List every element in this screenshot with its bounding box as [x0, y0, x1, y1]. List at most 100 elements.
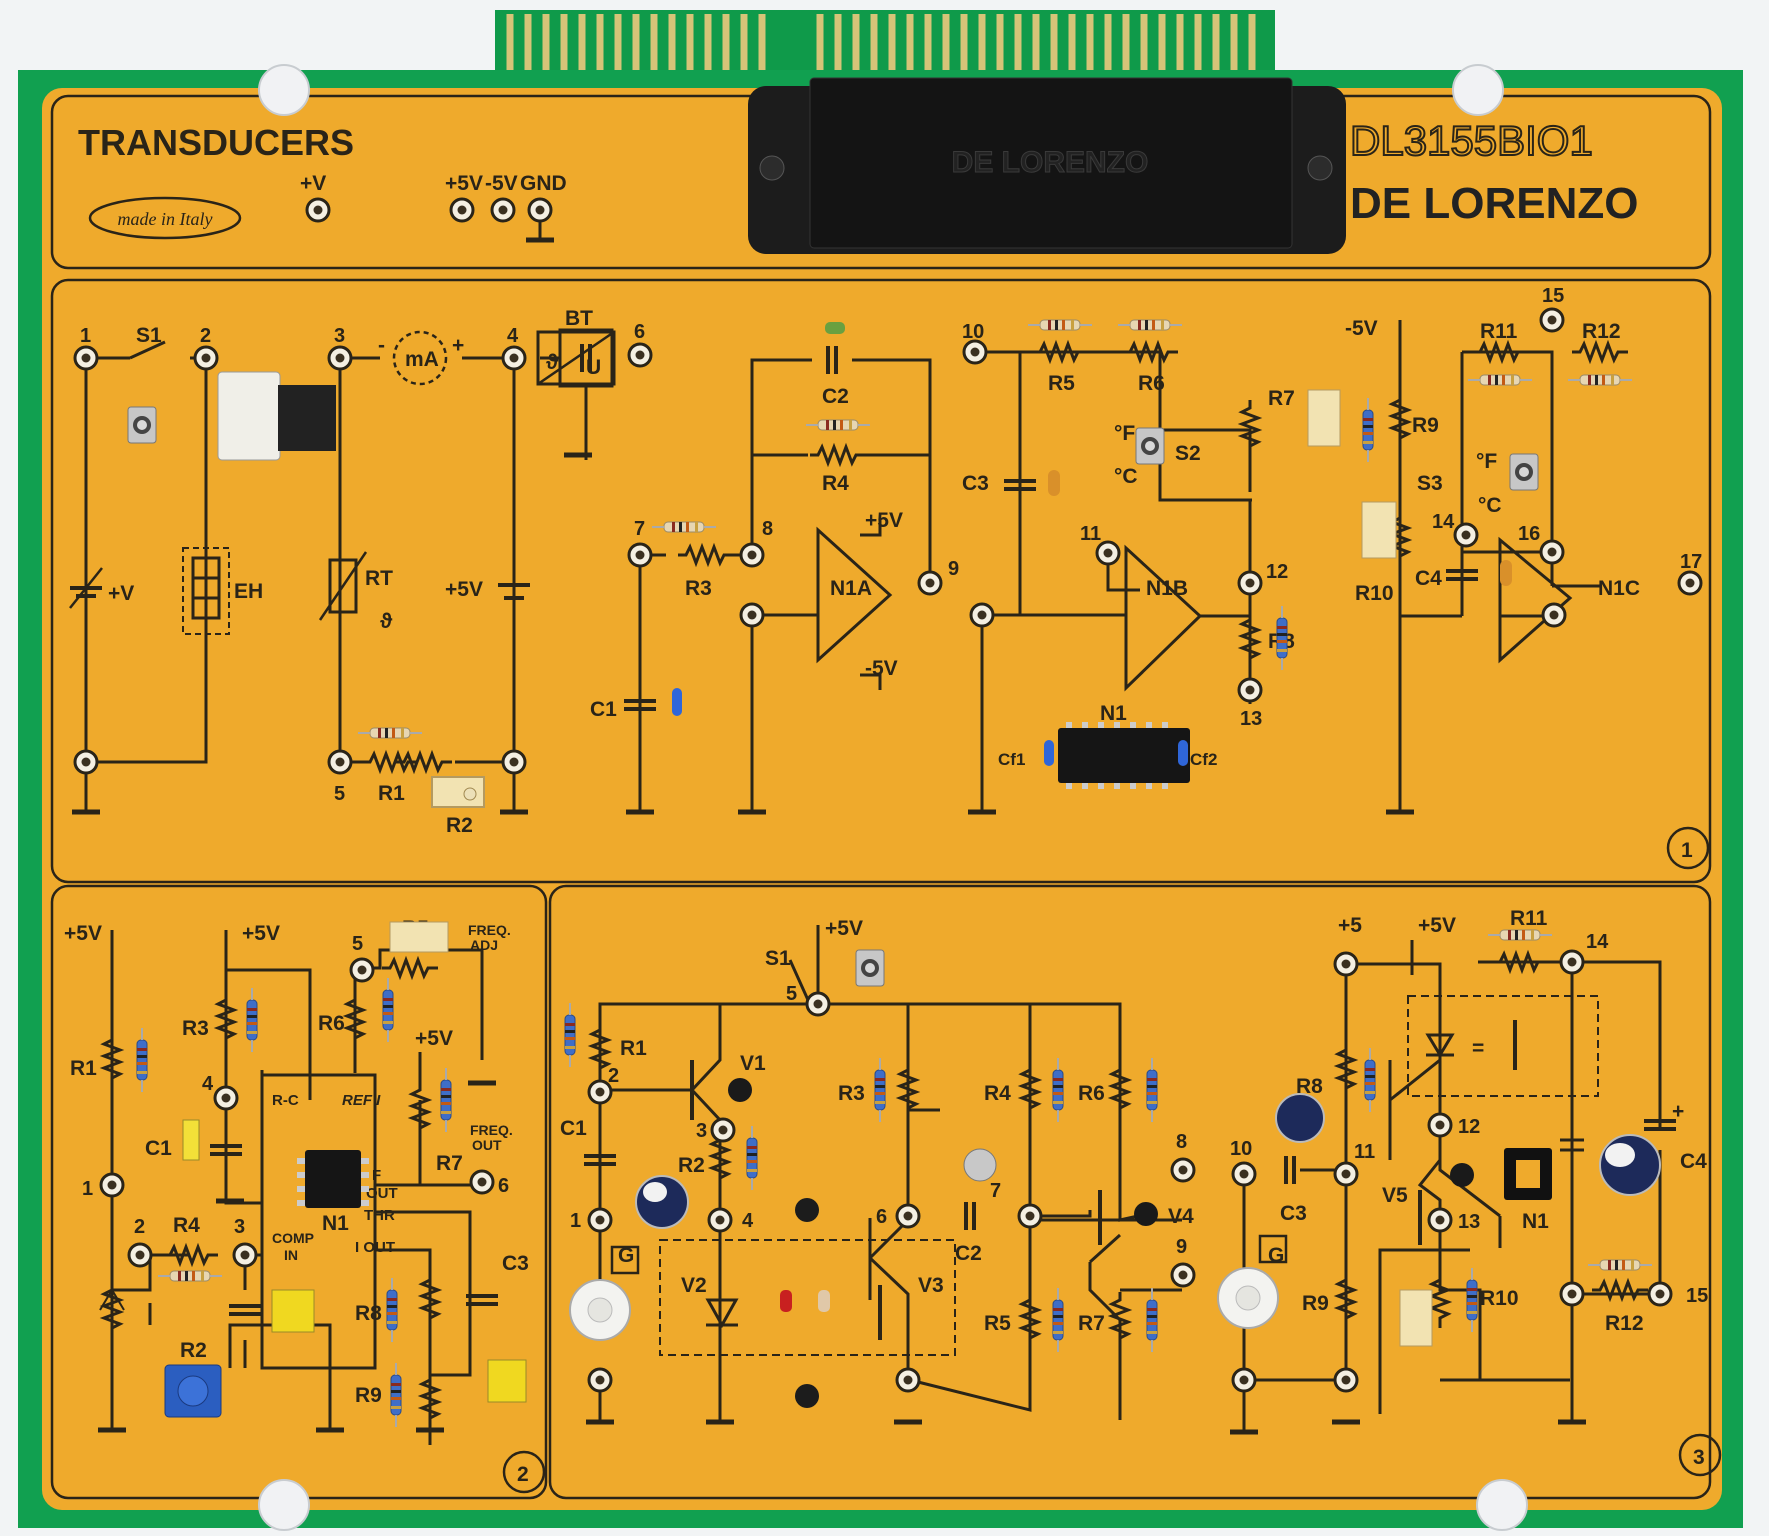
- supply-v-terminal[interactable]: [305, 197, 331, 223]
- s1-terminal-17[interactable]: [1677, 570, 1703, 596]
- s3-terminal-15[interactable]: [1647, 1281, 1673, 1307]
- s2-label-out: OUT: [472, 1137, 502, 1153]
- s3-terminal-8[interactable]: [1170, 1157, 1196, 1183]
- s1-terminal-15[interactable]: [1539, 307, 1565, 333]
- s1-label-plus: +: [452, 334, 464, 357]
- mounting-pin: [1452, 64, 1504, 116]
- s3-label-v1: V1: [740, 1052, 766, 1075]
- s3-transistor-v5: [1450, 1163, 1474, 1187]
- s3-capacitor-electrolytic: [635, 1175, 689, 1229]
- s1-pin-17: 17: [1680, 551, 1702, 573]
- s3-terminal-12[interactable]: [1427, 1112, 1453, 1138]
- s1-label-m5v-opamp: -5V: [865, 657, 898, 680]
- s3-label-c1: C1: [560, 1117, 587, 1140]
- s3-terminal-v3[interactable]: [895, 1367, 921, 1393]
- s3-led-red: [780, 1290, 792, 1312]
- s1-label-theta: ϑ: [546, 351, 559, 374]
- s2-label-ref: REF I: [342, 1092, 381, 1109]
- s1-terminal-9[interactable]: [917, 570, 943, 596]
- s1-terminal-8[interactable]: [739, 542, 765, 568]
- s3-terminal-7[interactable]: [1017, 1203, 1043, 1229]
- s3-capacitor-electrolytic-2: [1275, 1093, 1325, 1143]
- s1-label-r11: R11: [1480, 320, 1518, 343]
- s1-terminal-16[interactable]: [1539, 539, 1565, 565]
- s2-label-r3: R3: [182, 1017, 209, 1040]
- supply-label-gnd: GND: [520, 172, 567, 195]
- s3-terminal-6[interactable]: [895, 1203, 921, 1229]
- s3-pin-9: 9: [1176, 1236, 1187, 1258]
- s1-pin-7: 7: [634, 518, 645, 540]
- s1-trimmer-r2[interactable]: [431, 776, 485, 808]
- s2-terminal-2[interactable]: [127, 1242, 153, 1268]
- s3-terminal-r12[interactable]: [1559, 1281, 1585, 1307]
- s3-terminal-r9[interactable]: [1333, 1367, 1359, 1393]
- s1-label-deg-f: °F: [1114, 422, 1135, 445]
- s3-toggle-s1[interactable]: [855, 949, 885, 987]
- s3-terminal-9[interactable]: [1170, 1262, 1196, 1288]
- s3-label-plus: +: [1672, 1100, 1684, 1123]
- s2-terminal-5[interactable]: [349, 957, 375, 983]
- s1-trimmer-r10[interactable]: [1361, 501, 1397, 559]
- s1-terminal-7[interactable]: [627, 542, 653, 568]
- s3-terminal-g1[interactable]: [587, 1367, 613, 1393]
- s3-terminal-p5[interactable]: [1333, 951, 1359, 977]
- s1-pin-8: 8: [762, 518, 773, 540]
- s1-label-s1: S1: [136, 324, 162, 347]
- s1-label-r12: R12: [1582, 320, 1621, 343]
- s1-terminal-n1c-in[interactable]: [1541, 602, 1567, 628]
- s1-terminal-4[interactable]: [501, 345, 527, 371]
- s3-terminal-1[interactable]: [587, 1207, 613, 1233]
- s1-pin-9: 9: [948, 558, 959, 580]
- s1-terminal-14[interactable]: [1453, 522, 1479, 548]
- s2-pin-3: 3: [234, 1216, 245, 1238]
- s3-terminal-5[interactable]: [805, 991, 831, 1017]
- s1-toggle-s3[interactable]: [1509, 453, 1539, 491]
- s1-pin-5: 5: [334, 783, 345, 805]
- s1-terminal-10[interactable]: [962, 339, 988, 365]
- s3-terminal-13[interactable]: [1427, 1207, 1453, 1233]
- s1-terminal-opamp-in[interactable]: [739, 602, 765, 628]
- s1-terminal-c3[interactable]: [969, 602, 995, 628]
- s3-label-g: G: [618, 1244, 634, 1267]
- s2-terminal-1[interactable]: [99, 1172, 125, 1198]
- s2-trimmer-r5[interactable]: [389, 921, 449, 953]
- s1-terminal-11[interactable]: [1095, 540, 1121, 566]
- s1-toggle-switch[interactable]: [127, 406, 157, 444]
- s2-label-r6: R6: [318, 1012, 345, 1035]
- s3-terminal-4[interactable]: [707, 1207, 733, 1233]
- s3-terminal-g2[interactable]: [1231, 1367, 1257, 1393]
- s3-terminal-10[interactable]: [1231, 1161, 1257, 1187]
- s3-terminal-3[interactable]: [710, 1117, 736, 1143]
- s1-heater-block: [217, 371, 281, 461]
- supply-label-m5: -5V: [485, 172, 518, 195]
- s2-terminal-6[interactable]: [469, 1169, 495, 1195]
- s2-label-r2: R2: [180, 1339, 207, 1362]
- s3-phototransistor: [818, 1290, 830, 1312]
- s1-toggle-s2[interactable]: [1135, 427, 1165, 465]
- s2-label-p5v: +5V: [64, 922, 102, 945]
- s1-trimmer-r7[interactable]: [1307, 389, 1341, 447]
- mounting-pin: [1476, 1479, 1528, 1531]
- s1-terminal-13[interactable]: [1237, 677, 1263, 703]
- s1-label-r7: R7: [1268, 387, 1295, 410]
- s1-terminal-2[interactable]: [193, 345, 219, 371]
- s1-terminal-3[interactable]: [327, 345, 353, 371]
- s3-terminal-11[interactable]: [1333, 1161, 1359, 1187]
- s3-trimmer-r10[interactable]: [1399, 1289, 1433, 1347]
- s2-terminal-3[interactable]: [232, 1242, 258, 1268]
- s1-terminal-1[interactable]: [73, 345, 99, 371]
- s1-terminal-12[interactable]: [1237, 570, 1263, 596]
- supply-gnd-terminal[interactable]: [527, 197, 553, 223]
- s1-label-c2: C2: [822, 385, 849, 408]
- supply-m5-terminal[interactable]: [490, 197, 516, 223]
- section-3-frame: [548, 884, 1712, 1500]
- s1-terminal-6[interactable]: [627, 342, 653, 368]
- s3-terminal-14[interactable]: [1559, 949, 1585, 975]
- s2-terminal-4[interactable]: [213, 1085, 239, 1111]
- s1-terminal-5[interactable]: [327, 749, 353, 775]
- s1-terminal-eh[interactable]: [73, 749, 99, 775]
- s3-label-c4: C4: [1680, 1150, 1707, 1173]
- supply-p5-terminal[interactable]: [449, 197, 475, 223]
- supply-label-p5: +5V: [445, 172, 483, 195]
- s1-terminal-r2[interactable]: [501, 749, 527, 775]
